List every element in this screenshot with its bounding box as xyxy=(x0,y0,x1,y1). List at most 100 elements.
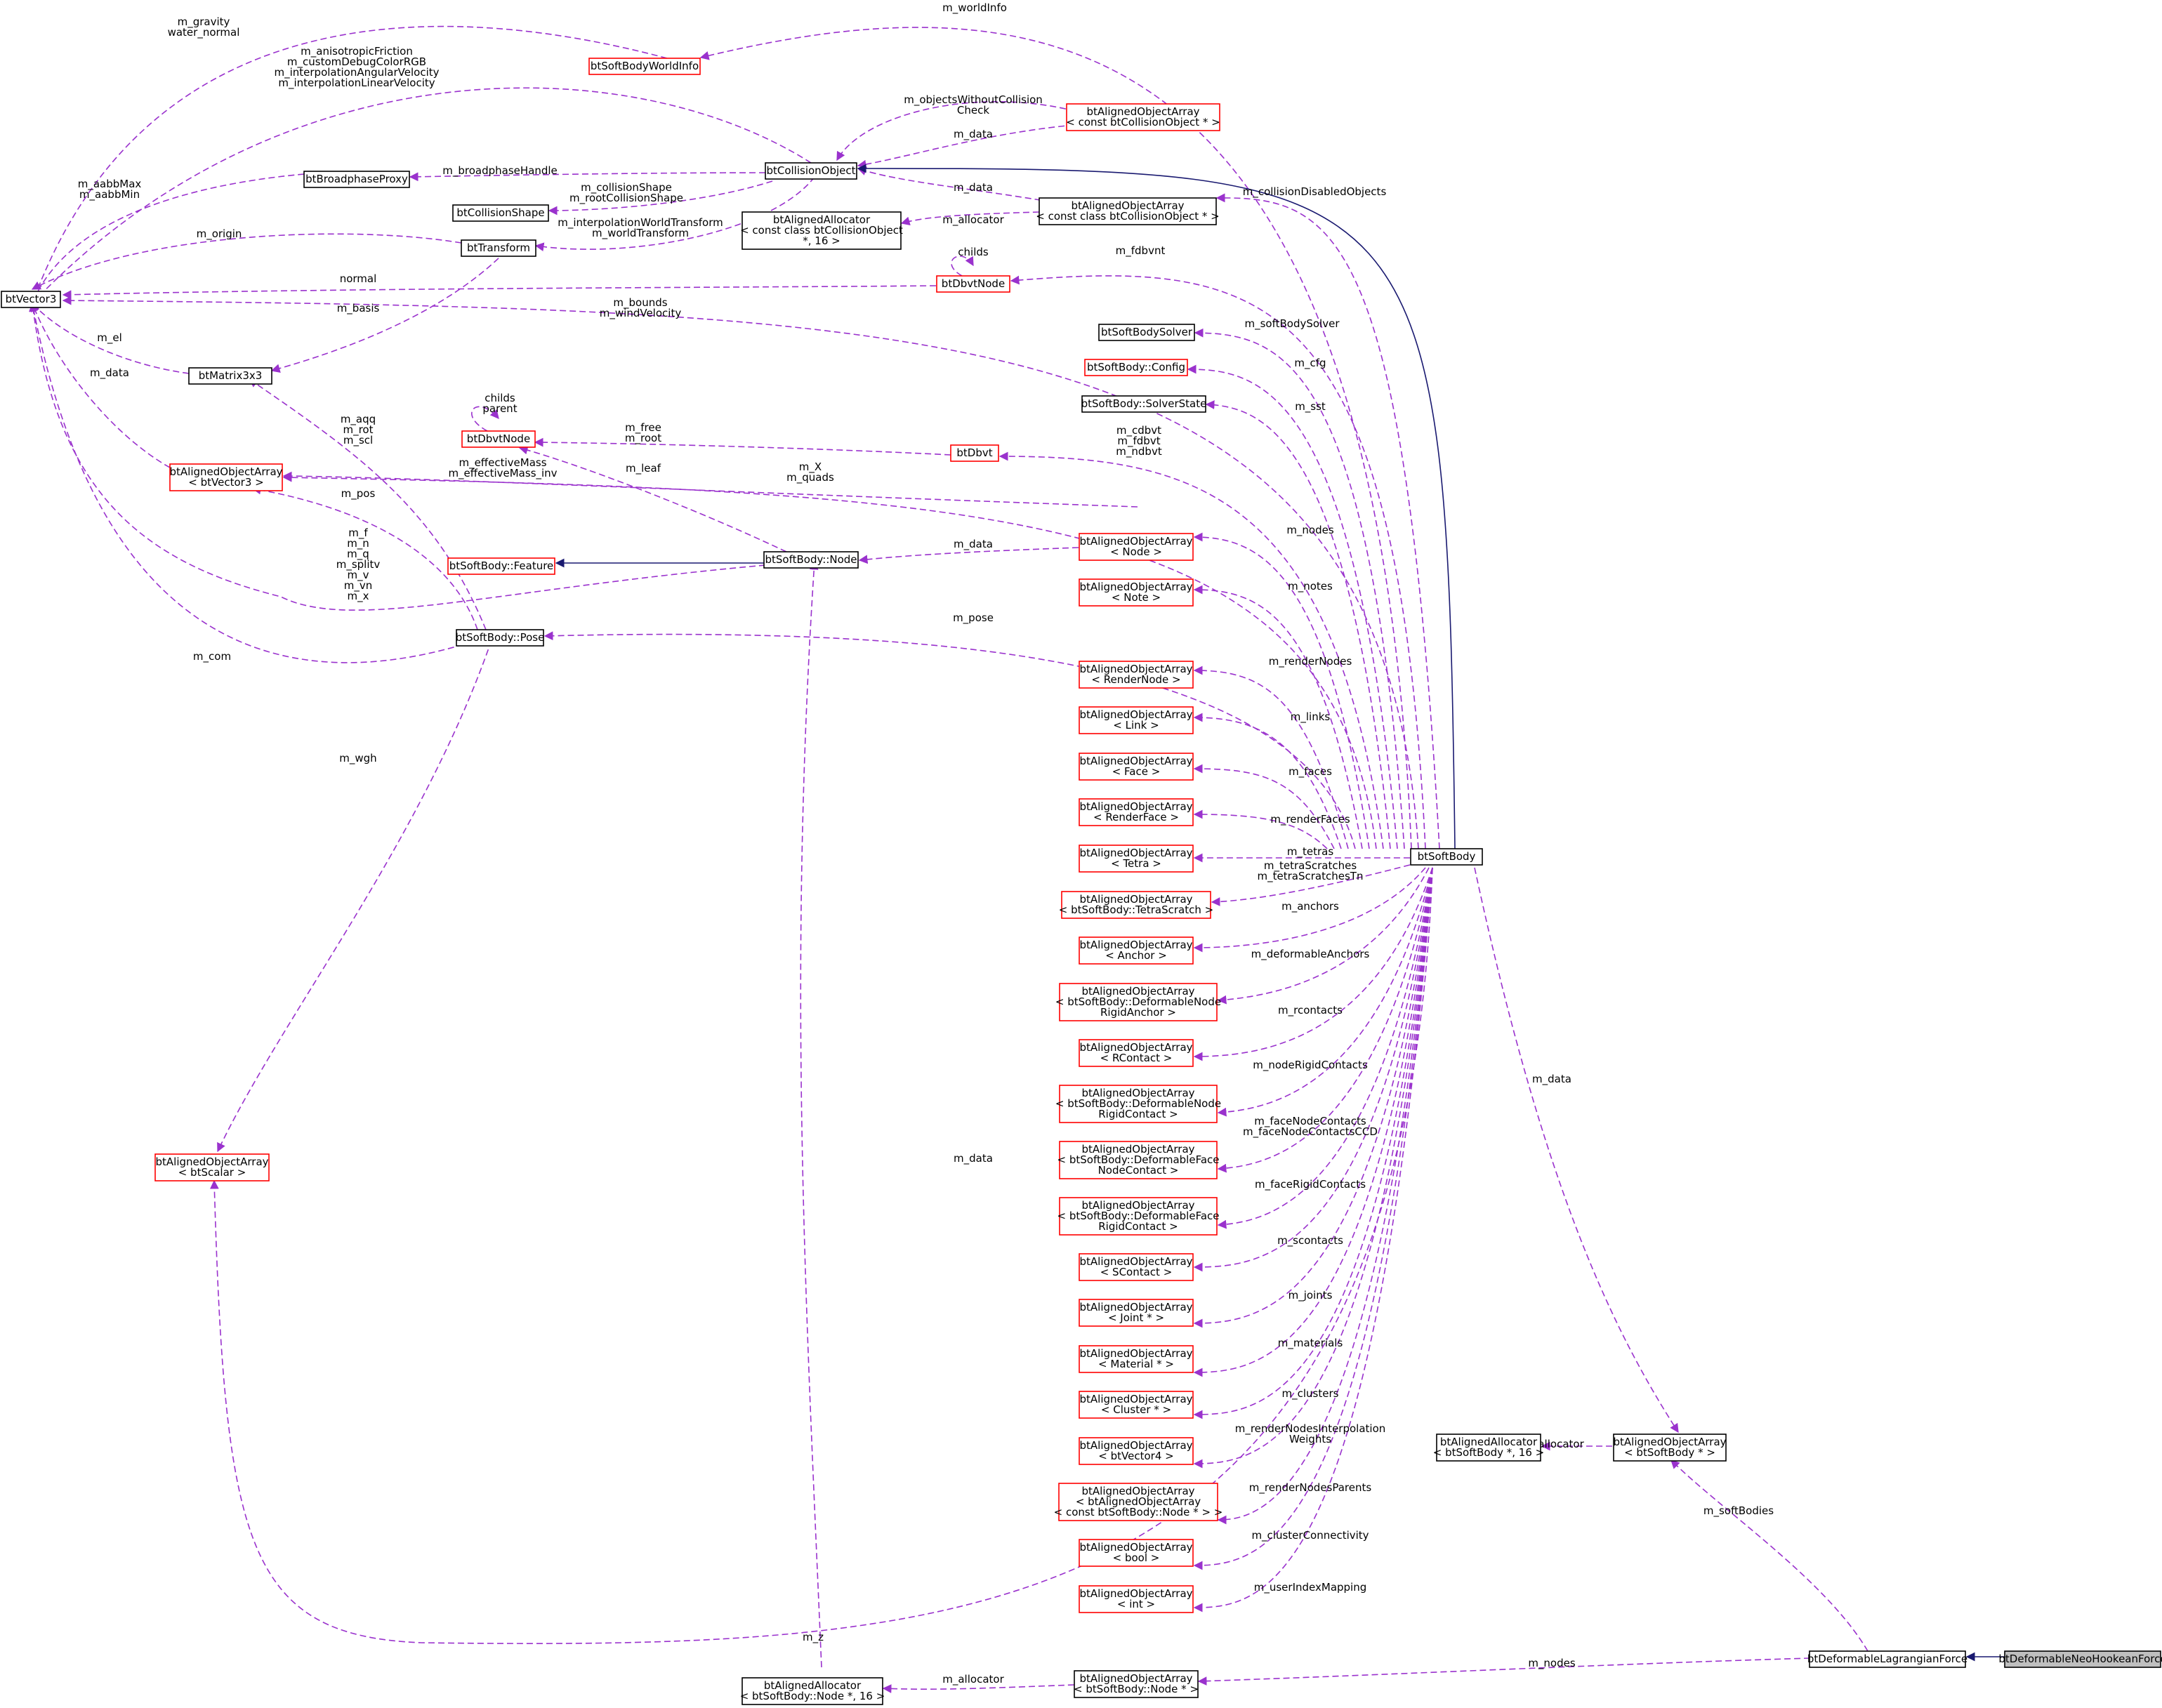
class-box[interactable] xyxy=(1079,578,1194,607)
class-box[interactable] xyxy=(1059,983,1218,1021)
class-node-btAOA_DefFaceNodeContact[interactable]: btAlignedObjectArray< btSoftBody::Deform… xyxy=(1057,1141,1220,1179)
class-box[interactable] xyxy=(741,211,902,250)
class-node-btBroadphaseProxy[interactable]: btBroadphaseProxy xyxy=(303,171,410,188)
class-box[interactable] xyxy=(1059,1085,1218,1123)
class-node-btAlignedAllocator_node[interactable]: btAlignedAllocator< btSoftBody::Node *, … xyxy=(740,1677,885,1705)
class-box[interactable] xyxy=(1079,936,1194,965)
class-node-btAOA_Face[interactable]: btAlignedObjectArray< Face > xyxy=(1079,753,1194,781)
class-box[interactable] xyxy=(1081,395,1206,413)
class-box[interactable] xyxy=(154,1153,270,1181)
class-box[interactable] xyxy=(447,557,555,575)
class-box[interactable] xyxy=(1079,1539,1194,1567)
class-box[interactable] xyxy=(1079,1039,1194,1067)
class-box[interactable] xyxy=(1061,891,1211,919)
class-box[interactable] xyxy=(1039,197,1217,225)
class-box[interactable] xyxy=(303,171,410,188)
class-box[interactable] xyxy=(1098,324,1195,341)
class-node-btAOA_btVector4[interactable]: btAlignedObjectArray< btVector4 > xyxy=(1079,1437,1194,1465)
class-box[interactable] xyxy=(1074,1670,1199,1698)
class-box[interactable] xyxy=(1079,1391,1194,1419)
class-box[interactable] xyxy=(741,1677,883,1705)
class-node-btDbvtNode_mid[interactable]: btDbvtNode xyxy=(461,430,536,448)
class-node-btAOA_DefFaceRigidContact[interactable]: btAlignedObjectArray< btSoftBody::Deform… xyxy=(1057,1197,1220,1236)
class-node-btAOA_Tetra[interactable]: btAlignedObjectArray< Tetra > xyxy=(1079,845,1194,873)
class-node-btAOA_constCollObj[interactable]: btAlignedObjectArray< const btCollisionO… xyxy=(1066,103,1220,131)
class-box[interactable] xyxy=(1436,1434,1541,1462)
class-box[interactable] xyxy=(1410,848,1483,866)
class-node-btAOA_RenderNode[interactable]: btAlignedObjectArray< RenderNode > xyxy=(1079,661,1194,689)
class-node-btAOA_Note[interactable]: btAlignedObjectArray< Note > xyxy=(1079,578,1194,607)
class-box[interactable] xyxy=(461,239,536,257)
class-node-btDeformableLagrangianForce[interactable]: btDeformableLagrangianForce xyxy=(1807,1650,1967,1668)
class-node-btSoftBodyConfig[interactable]: btSoftBody::Config xyxy=(1084,359,1188,376)
class-node-btSoftBodySolver[interactable]: btSoftBodySolver xyxy=(1098,324,1195,341)
class-box[interactable] xyxy=(456,629,544,647)
class-node-btSoftBody[interactable]: btSoftBody xyxy=(1410,848,1483,866)
class-node-btDbvt[interactable]: btDbvt xyxy=(950,444,999,462)
class-box[interactable] xyxy=(1079,1345,1194,1373)
class-box[interactable] xyxy=(1079,533,1194,561)
class-node-btAOA_constClassCollObj[interactable]: btAlignedObjectArray< const class btColl… xyxy=(1036,197,1220,225)
class-node-btAOA_RenderFace[interactable]: btAlignedObjectArray< RenderFace > xyxy=(1079,798,1194,826)
class-box[interactable] xyxy=(1809,1650,1966,1668)
class-box[interactable] xyxy=(1613,1434,1727,1462)
class-node-btAOA_Material[interactable]: btAlignedObjectArray< Material * > xyxy=(1079,1345,1194,1373)
class-node-btAOA_Node[interactable]: btAlignedObjectArray< Node > xyxy=(1079,533,1194,561)
class-box[interactable] xyxy=(1079,1299,1194,1327)
class-box[interactable] xyxy=(588,58,701,75)
class-node-btAOA_Link[interactable]: btAlignedObjectArray< Link > xyxy=(1079,706,1194,734)
class-node-btAOA_DefNodeRigidContact[interactable]: btAlignedObjectArray< btSoftBody::Deform… xyxy=(1055,1085,1221,1123)
class-node-btSoftBodyNode[interactable]: btSoftBody::Node xyxy=(763,551,859,569)
class-box[interactable] xyxy=(452,204,549,222)
class-node-btTransform[interactable]: btTransform xyxy=(461,239,536,257)
class-node-btAOA_Anchor[interactable]: btAlignedObjectArray< Anchor > xyxy=(1079,936,1194,965)
class-node-btMatrix3x3[interactable]: btMatrix3x3 xyxy=(188,367,272,385)
class-node-btSoftBodyFeature[interactable]: btSoftBody::Feature xyxy=(447,557,555,575)
class-box[interactable] xyxy=(950,444,999,462)
class-node-btDbvtNode_top[interactable]: btDbvtNode xyxy=(936,275,1010,293)
class-node-btAOA_Cluster[interactable]: btAlignedObjectArray< Cluster * > xyxy=(1079,1391,1194,1419)
class-node-btVector3[interactable]: btVector3 xyxy=(1,291,61,308)
class-box[interactable] xyxy=(1079,1437,1194,1465)
class-box[interactable] xyxy=(169,463,283,491)
class-node-btAOA_AOA_constNode[interactable]: btAlignedObjectArray< btAlignedObjectArr… xyxy=(1054,1483,1223,1521)
class-node-btAOA_RContact[interactable]: btAlignedObjectArray< RContact > xyxy=(1079,1039,1194,1067)
class-node-btAOA_int[interactable]: btAlignedObjectArray< int > xyxy=(1079,1585,1194,1613)
class-box[interactable] xyxy=(1066,103,1220,131)
class-node-btSoftBodyPose[interactable]: btSoftBody::Pose xyxy=(456,629,545,647)
class-node-btAOA_NodePtr[interactable]: btAlignedObjectArray< btSoftBody::Node *… xyxy=(1074,1670,1199,1698)
class-box[interactable] xyxy=(1059,1141,1218,1179)
class-box[interactable] xyxy=(1079,753,1194,781)
class-node-btSoftBodyWorldInfo[interactable]: btSoftBodyWorldInfo xyxy=(588,58,701,75)
class-node-btAlignedAllocator_sb[interactable]: btAlignedAllocator< btSoftBody *, 16 > xyxy=(1433,1434,1544,1462)
class-node-btAOA_btSoftBody[interactable]: btAlignedObjectArray< btSoftBody * > xyxy=(1613,1434,1727,1462)
class-box[interactable] xyxy=(1059,1197,1218,1236)
class-node-btAOA_bool[interactable]: btAlignedObjectArray< bool > xyxy=(1079,1539,1194,1567)
class-box[interactable] xyxy=(1058,1483,1218,1521)
class-node-btCollisionShape[interactable]: btCollisionShape xyxy=(452,204,549,222)
class-node-btAOA_DefNodeRigidAnchor[interactable]: btAlignedObjectArray< btSoftBody::Deform… xyxy=(1055,983,1221,1021)
class-node-btAlignedAllocator_coll[interactable]: btAlignedAllocator< const class btCollis… xyxy=(740,211,903,250)
class-box[interactable] xyxy=(1079,798,1194,826)
class-box[interactable] xyxy=(1079,1585,1194,1613)
class-box[interactable] xyxy=(1084,359,1188,376)
class-box[interactable] xyxy=(1,291,61,308)
class-box[interactable] xyxy=(763,551,859,569)
class-box[interactable] xyxy=(2004,1650,2161,1668)
class-box[interactable] xyxy=(461,430,536,448)
class-box[interactable] xyxy=(765,162,857,180)
class-box[interactable] xyxy=(936,275,1010,293)
class-node-btSoftBodySolverState[interactable]: btSoftBody::SolverState xyxy=(1081,395,1207,413)
class-box[interactable] xyxy=(1079,661,1194,689)
class-node-btAOA_SContact[interactable]: btAlignedObjectArray< SContact > xyxy=(1079,1253,1194,1281)
class-node-btCollisionObject[interactable]: btCollisionObject xyxy=(765,162,857,180)
class-node-btAOA_btScalar[interactable]: btAlignedObjectArray< btScalar > xyxy=(154,1153,270,1181)
class-box[interactable] xyxy=(1079,845,1194,873)
class-node-btAOA_Joint[interactable]: btAlignedObjectArray< Joint * > xyxy=(1079,1299,1194,1327)
class-node-btAOA_TetraScratch[interactable]: btAlignedObjectArray< btSoftBody::TetraS… xyxy=(1059,891,1213,919)
class-node-btAOA_btVector3[interactable]: btAlignedObjectArray< btVector3 > xyxy=(169,463,283,491)
class-node-btDeformableNeoHookeanForce[interactable]: btDeformableNeoHookeanForce xyxy=(1998,1650,2162,1668)
class-box[interactable] xyxy=(1079,706,1194,734)
class-box[interactable] xyxy=(1079,1253,1194,1281)
class-box[interactable] xyxy=(188,367,272,385)
